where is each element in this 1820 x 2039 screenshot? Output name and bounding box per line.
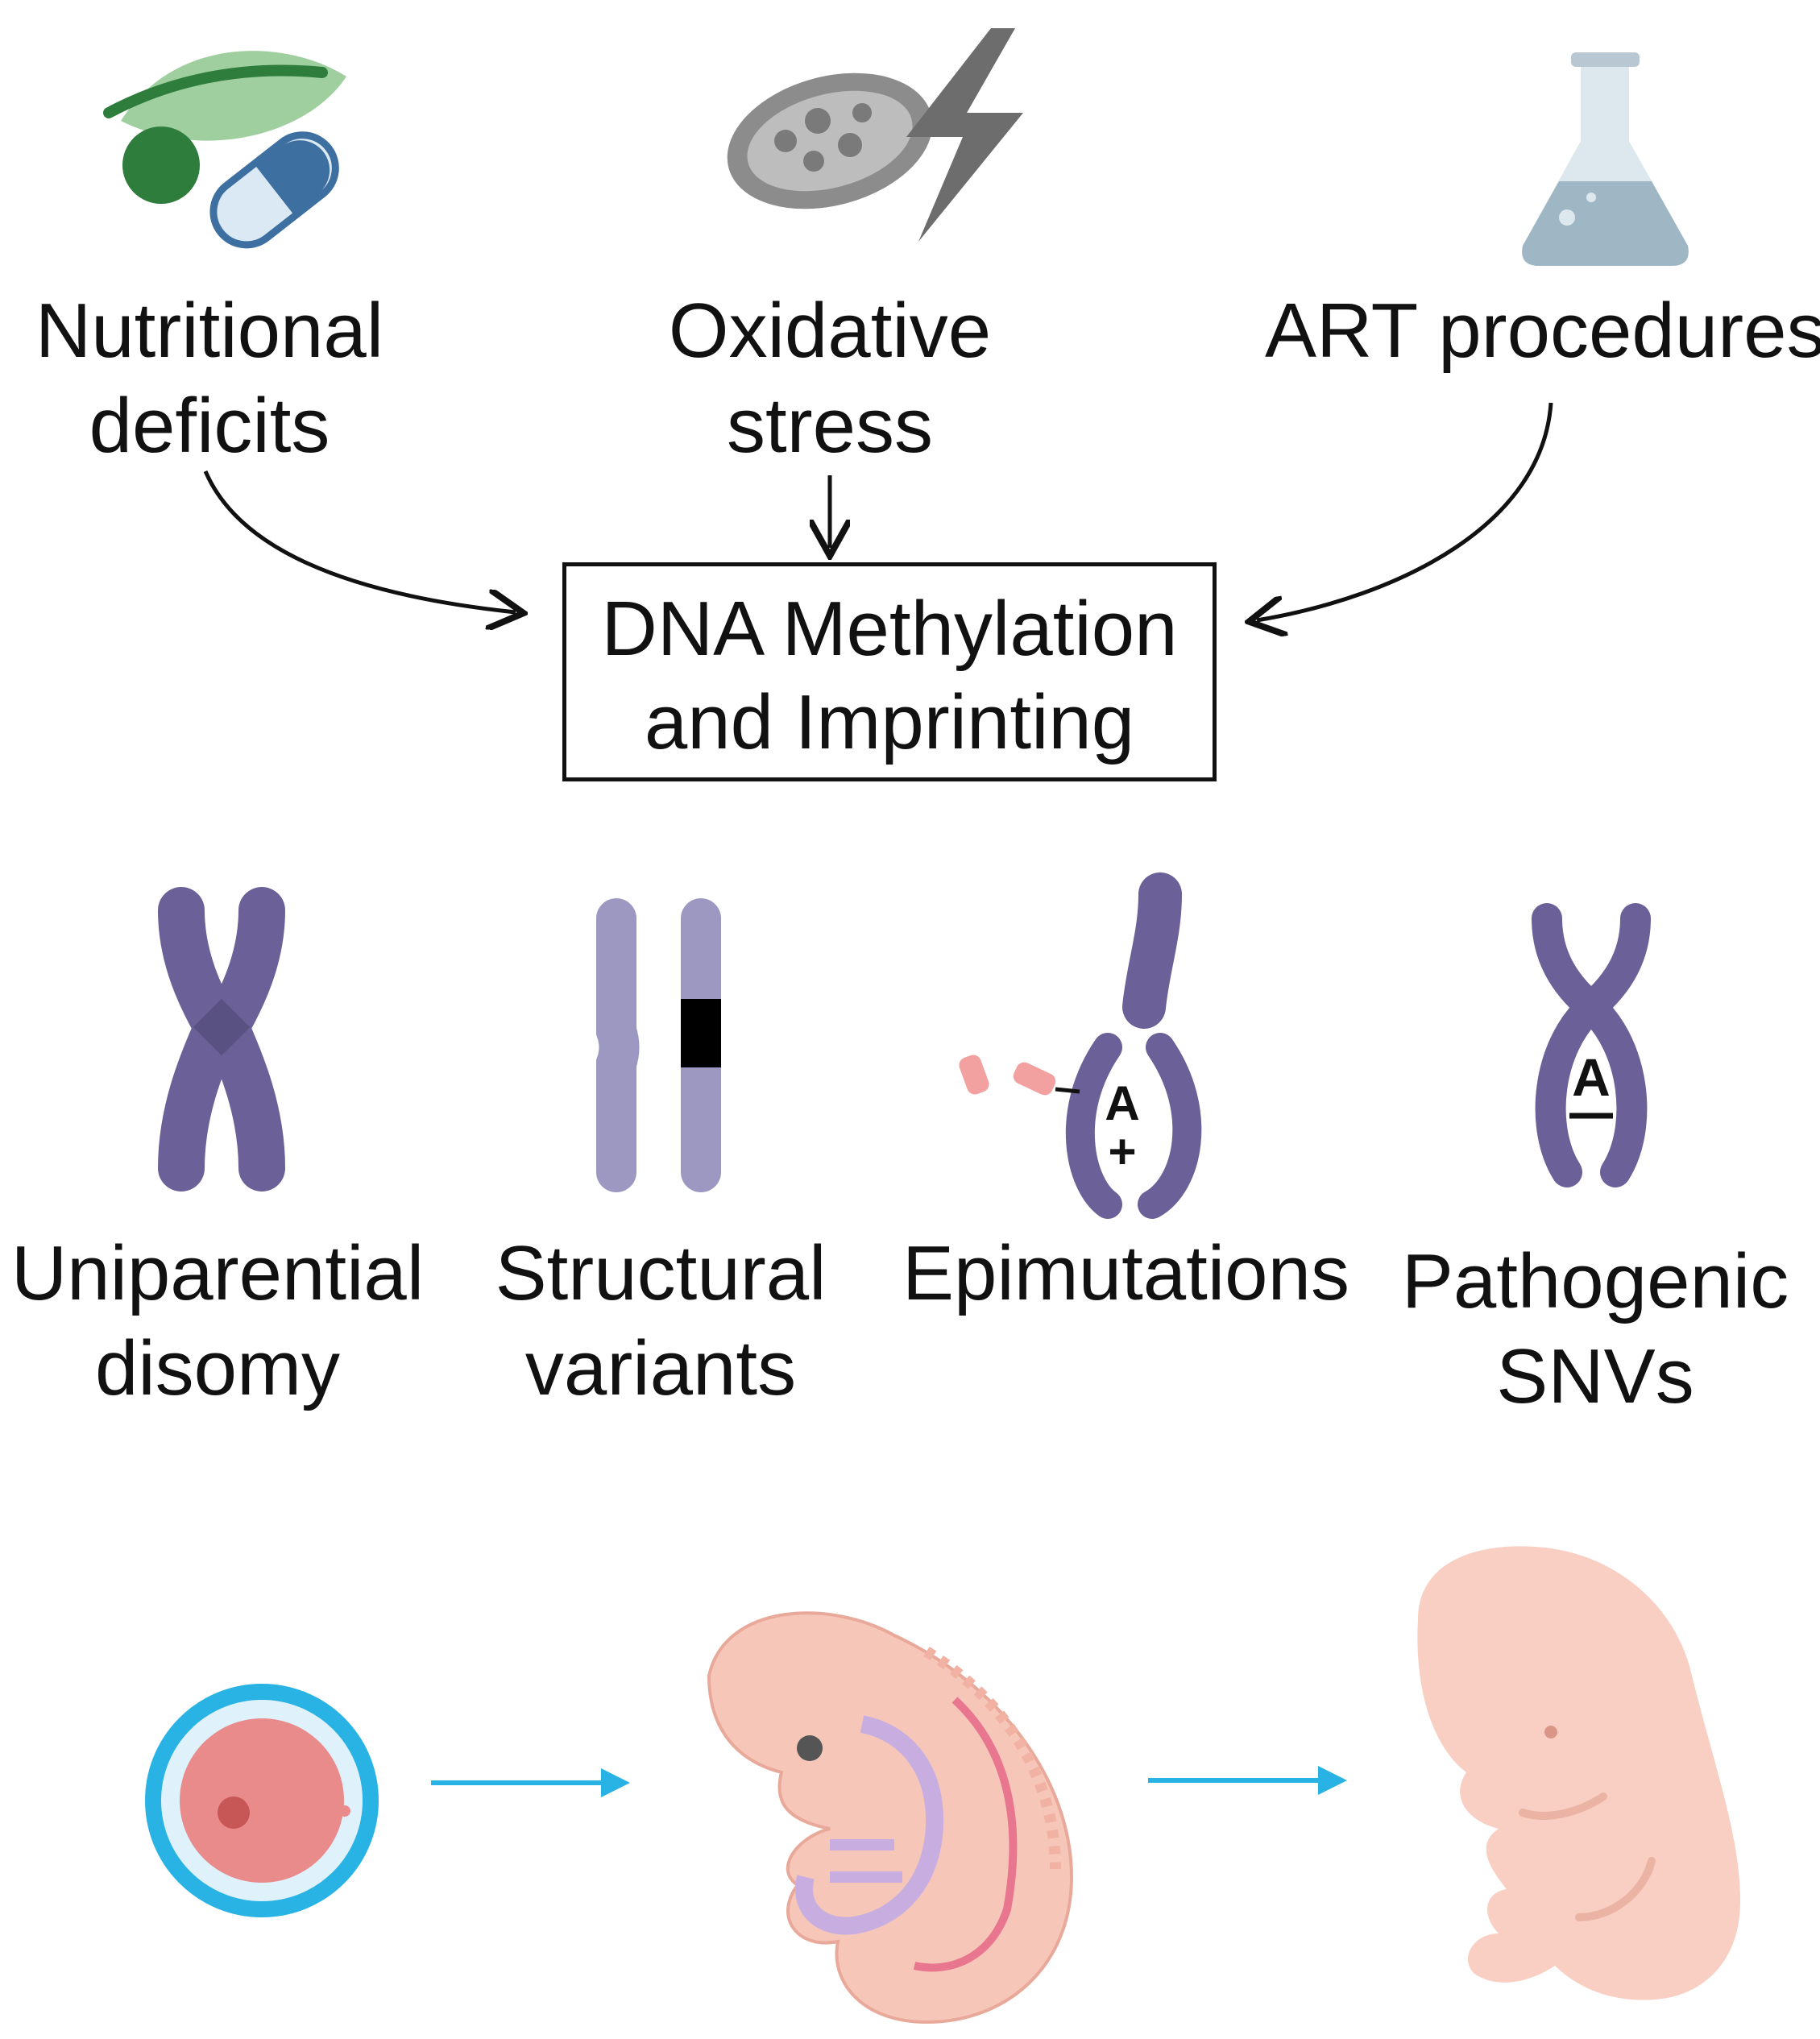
epimutation-mark-plus: +: [1108, 1125, 1136, 1179]
flask-icon: [1522, 52, 1689, 266]
chromosome-snv-icon: A: [1532, 903, 1651, 1187]
label-uniparental-disomy: Uniparential disomy: [10, 1230, 425, 1411]
chromosome-pair-icon: [596, 898, 721, 1192]
label-nutritional-deficits: Nutritional deficits: [35, 288, 384, 469]
epimutation-mark-a: A: [1105, 1076, 1139, 1130]
arrow-nutritional-to-box: [203, 470, 516, 612]
fetus-icon: [1417, 1546, 1740, 2000]
embryo-icon: [707, 1611, 1074, 2024]
label-art-procedures: ART procedures: [1265, 288, 1820, 374]
arrow-art-to-box: [1257, 402, 1553, 620]
dna-methylation-box: DNA Methylation and Imprinting: [562, 562, 1217, 781]
snv-mark-a: A: [1572, 1047, 1611, 1107]
label-oxidative-stress: Oxidative stress: [668, 288, 992, 469]
zygote-icon: [145, 1684, 379, 1917]
label-epimutations: Epimutations: [902, 1230, 1349, 1316]
chromosome-x-icon: [158, 887, 285, 1191]
mitochondria-lightning-icon: [727, 28, 1023, 242]
label-pathogenic-snvs: Pathogenic SNVs: [1401, 1238, 1789, 1419]
leaf-pill-icon: [103, 51, 346, 249]
label-structural-variants: Structural variants: [495, 1230, 827, 1411]
chromosome-methyl-icon: A +: [959, 872, 1202, 1219]
